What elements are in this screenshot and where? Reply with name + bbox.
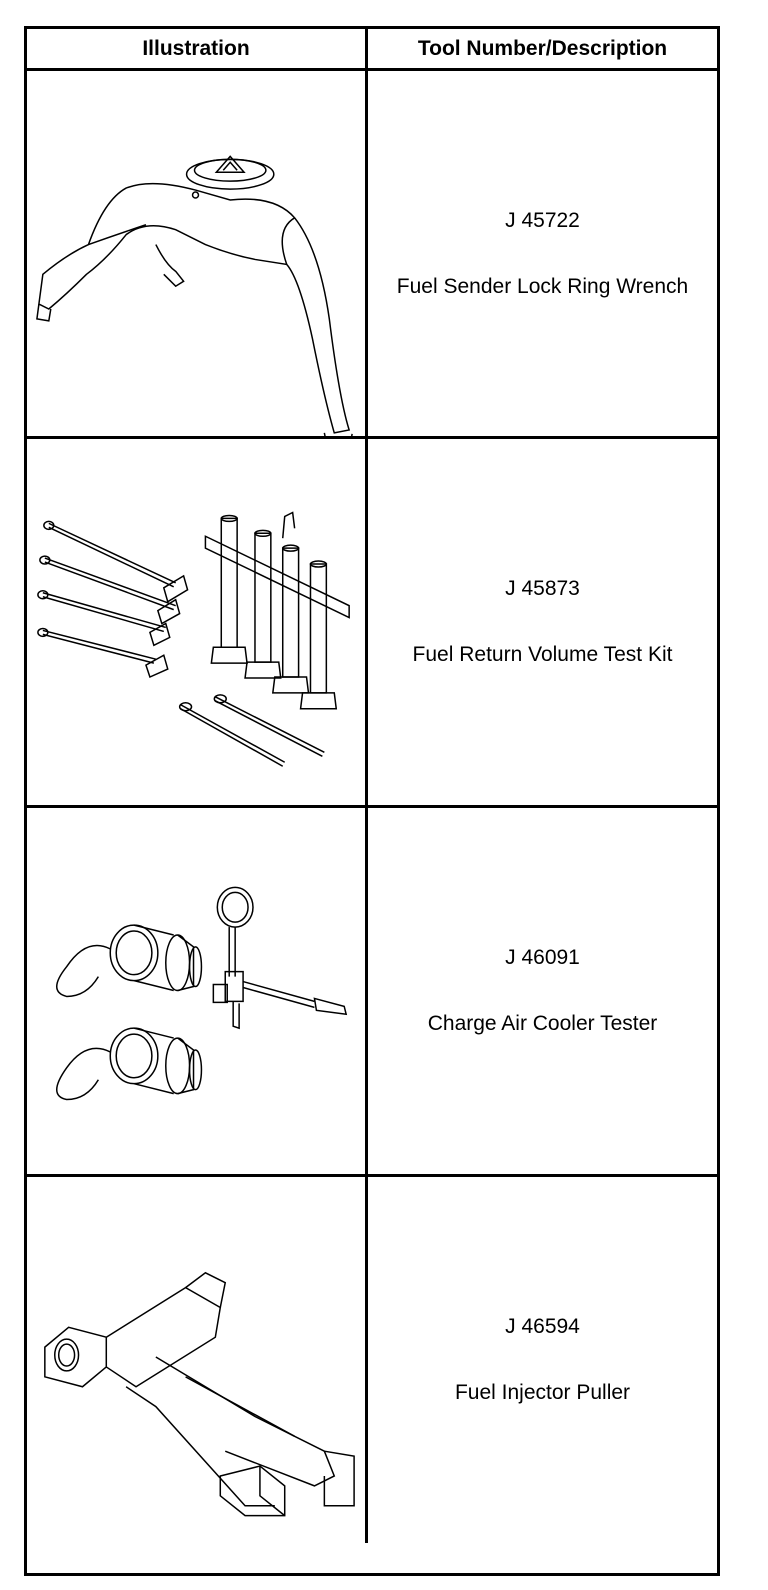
tool-name: Charge Air Cooler Tester: [427, 1012, 658, 1035]
tool-description: J 46091 Charge Air Cooler Tester: [368, 808, 717, 1177]
illustration-cell: [27, 808, 368, 1177]
tool-name: Fuel Return Volume Test Kit: [412, 643, 673, 666]
illustration-cell: [27, 439, 368, 808]
tool-description: J 45873 Fuel Return Volume Test Kit: [368, 439, 717, 808]
probe-lines: [43, 523, 325, 766]
header-description: Tool Number/Description: [368, 29, 717, 71]
tool-table: Illustration Tool Number/Description J 4…: [24, 26, 720, 1576]
tool-number: J 45722: [505, 208, 580, 232]
illustration-cell: [27, 71, 368, 439]
tool-number: J 46091: [505, 946, 580, 969]
tool-name: Fuel Injector Puller: [454, 1381, 631, 1404]
tool-number: J 46594: [505, 1315, 580, 1338]
cap-lower: [57, 1028, 202, 1099]
injector-puller-icon: [27, 1177, 365, 1543]
tool-description: J 45722 Fuel Sender Lock Ring Wrench: [368, 71, 717, 439]
tool-description: J 46594 Fuel Injector Puller: [368, 1177, 717, 1543]
tool-name: Fuel Sender Lock Ring Wrench: [396, 274, 689, 298]
tube-stand: [205, 512, 349, 708]
cooler-tester-icon: [27, 808, 365, 1174]
probe-tips: [38, 521, 226, 710]
cap-upper: [57, 925, 202, 996]
gauge-assembly: [213, 887, 346, 1028]
probe-heads: [146, 576, 188, 677]
lock-ring-wrench-icon: [27, 71, 365, 436]
tool-number: J 45873: [505, 577, 580, 600]
header-illustration: Illustration: [27, 29, 368, 71]
illustration-cell: [27, 1177, 368, 1543]
test-kit-icon: [27, 439, 365, 805]
